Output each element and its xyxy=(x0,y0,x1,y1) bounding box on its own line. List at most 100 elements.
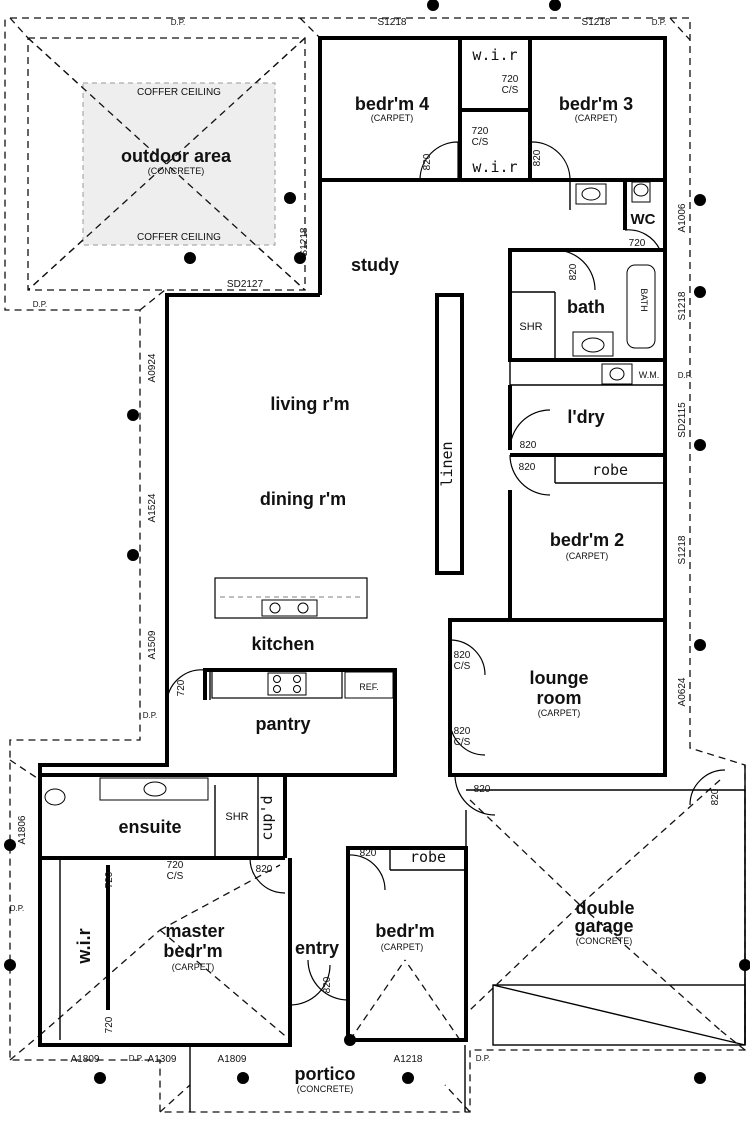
door-swings xyxy=(166,141,726,1006)
door-cs-ensuite: C/S xyxy=(167,871,184,882)
outdoor-area-label: outdoor area xyxy=(121,146,232,166)
door-sd2115: SD2115 xyxy=(677,402,688,438)
dp-master-bottom: D.P. xyxy=(129,1054,144,1063)
door-820-bedrm-front: 820 xyxy=(360,848,377,859)
ensuite-label: ensuite xyxy=(118,817,181,837)
door-cs-wir-top: C/S xyxy=(502,85,519,96)
wm-label: W.M. xyxy=(639,370,660,380)
lounge-sub-label: (CARPET) xyxy=(538,708,581,718)
bedrm-front-sub-label: (CARPET) xyxy=(381,942,424,952)
dp-laundry: D.P. xyxy=(678,371,693,380)
door-720-wc: 720 xyxy=(629,238,646,249)
window-a0624: A0624 xyxy=(677,677,688,706)
window-s1218-top-left: S1218 xyxy=(378,17,407,28)
door-820-bath: 820 xyxy=(568,263,579,280)
door-820-ldry: 820 xyxy=(520,440,537,451)
door-720-wir-master-bottom: 720 xyxy=(104,1016,115,1033)
robe-front-label: robe xyxy=(410,848,446,866)
window-a1524: A1524 xyxy=(147,493,158,522)
door-820-bedrm4: 820 xyxy=(422,153,433,170)
coffer-ceiling xyxy=(82,82,276,246)
entry-label: entry xyxy=(295,938,339,958)
ref-label: REF. xyxy=(359,682,379,692)
portico-sub-label: (CONCRETE) xyxy=(297,1084,354,1094)
lounge-room-label: room xyxy=(537,688,582,708)
window-a1806: A1806 xyxy=(17,815,28,844)
window-a1809-right: A1809 xyxy=(218,1054,247,1065)
wir-master-label: w.i.r xyxy=(74,928,94,964)
kitchen-bench xyxy=(211,669,343,699)
bedrm3-label: bedr'm 3 xyxy=(559,94,633,114)
door-820-garage-in: 820 xyxy=(474,784,491,795)
kitchen-island xyxy=(214,577,368,619)
fixtures xyxy=(44,181,656,806)
cooktop-icon xyxy=(267,672,307,696)
door-sd2127: SD2127 xyxy=(227,279,264,290)
window-s1218-top-right: S1218 xyxy=(582,17,611,28)
garage-label: double xyxy=(576,898,635,918)
coffer-ceiling-top-label: COFFER CEILING xyxy=(137,87,221,98)
dp-master: D.P. xyxy=(10,904,25,913)
window-s1218-study: S1218 xyxy=(299,227,310,256)
master-bedrm-label: bedr'm xyxy=(163,941,222,961)
dp-top-right: D.P. xyxy=(652,18,667,27)
dp-outdoor: D.P. xyxy=(33,300,48,309)
door-720-wir-master-top: 720 xyxy=(104,871,115,888)
door-720-wir-mid: 720 xyxy=(472,126,489,137)
shr-ensuite-label: SHR xyxy=(225,811,248,823)
door-cs-lounge-top: C/S xyxy=(454,661,471,672)
door-820-lounge-top: 820 xyxy=(454,650,471,661)
wc-label: WC xyxy=(631,211,656,228)
wir-mid-label: w.i.r xyxy=(472,158,517,176)
garage2-label: garage xyxy=(574,916,633,936)
door-cs-wir-mid: C/S xyxy=(472,137,489,148)
door-820-entry: 820 xyxy=(322,976,333,993)
bedrm2-sub-label: (CARPET) xyxy=(566,551,609,561)
window-a1309: A1309 xyxy=(148,1054,177,1065)
living-label: living r'm xyxy=(270,394,349,414)
garage-sub-label: (CONCRETE) xyxy=(576,936,633,946)
cupd-label: cup'd xyxy=(258,795,276,840)
dp-top-left: D.P. xyxy=(171,18,186,27)
robe-2-label: robe xyxy=(592,461,628,479)
sink-icon xyxy=(261,599,318,617)
door-720-pantry: 720 xyxy=(176,679,187,696)
coffer-ceiling-bottom-label: COFFER CEILING xyxy=(137,232,221,243)
window-s1218-bath: S1218 xyxy=(677,291,688,320)
window-a1809-left: A1809 xyxy=(71,1054,100,1065)
outdoor-area-sub-label: (CONCRETE) xyxy=(148,166,205,176)
door-820-bedrm2: 820 xyxy=(519,462,536,473)
ldry-label: l'dry xyxy=(567,407,604,427)
dp-garage: D.P. xyxy=(476,1054,491,1063)
basin-bath-icon xyxy=(572,331,614,357)
study-label: study xyxy=(351,255,399,275)
door-820-garage-side: 820 xyxy=(710,788,721,805)
bath-label: bath xyxy=(567,297,605,317)
door-720-ensuite: 720 xyxy=(167,860,184,871)
fridge-space xyxy=(344,671,394,699)
door-820-lounge-bottom: 820 xyxy=(454,726,471,737)
dp-pantry: D.P. xyxy=(143,711,158,720)
door-820-master: 820 xyxy=(256,864,273,875)
kitchen-label: kitchen xyxy=(251,634,314,654)
wir-top-label: w.i.r xyxy=(472,46,517,64)
bedrm-front-label: bedr'm xyxy=(375,921,434,941)
bedrm2-label: bedr'm 2 xyxy=(550,530,624,550)
dining-label: dining r'm xyxy=(260,489,346,509)
bedrm4-sub-label: (CARPET) xyxy=(371,113,414,123)
walls xyxy=(38,36,746,1112)
linen-label: linen xyxy=(438,441,456,486)
wc-basin-icon xyxy=(575,183,607,205)
door-cs-lounge-bottom: C/S xyxy=(454,737,471,748)
window-a0924: A0924 xyxy=(147,353,158,382)
ensuite-toilet-icon xyxy=(44,788,66,806)
door-820-bedrm3: 820 xyxy=(532,149,543,166)
window-a1006: A1006 xyxy=(677,203,688,232)
window-markers xyxy=(4,0,750,1084)
master-sub-label: (CARPET) xyxy=(172,962,215,972)
portico-label: portico xyxy=(295,1064,356,1084)
bedrm4-label: bedr'm 4 xyxy=(355,94,429,114)
laundry-tub-icon xyxy=(601,363,633,385)
shr-bath-label: SHR xyxy=(519,321,542,333)
